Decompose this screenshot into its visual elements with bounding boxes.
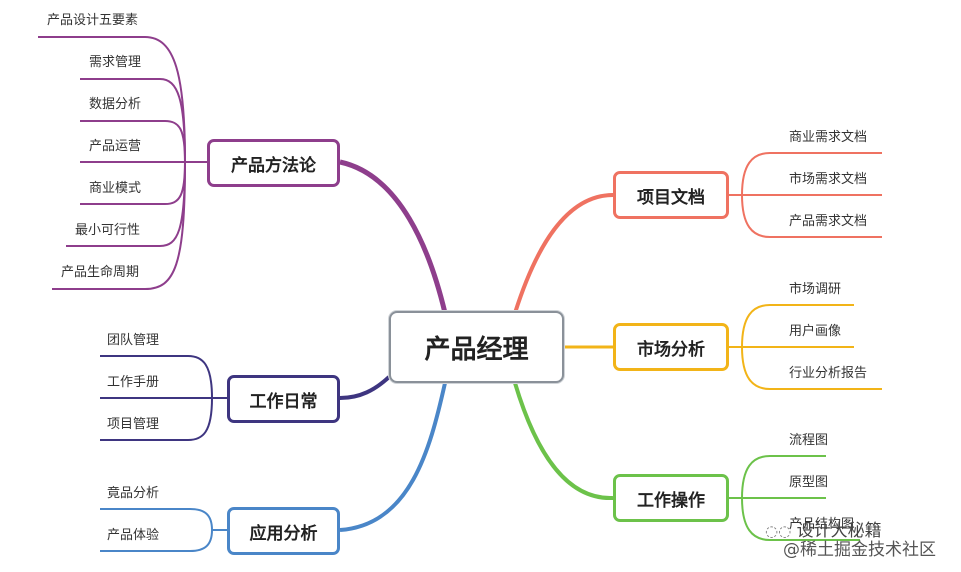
watermark-line2: @稀土掘金技术社区 xyxy=(783,540,936,560)
leaf-methodology-2: 需求管理 xyxy=(89,55,142,70)
application-leaf-lines xyxy=(100,508,227,552)
leaf-methodology-6: 最小可行性 xyxy=(75,223,141,238)
daily-leaf-lines xyxy=(100,355,227,441)
node-operations: 工作操作 xyxy=(613,474,729,522)
leaf-methodology-1: 产品设计五要素 xyxy=(47,13,139,28)
leaf-operations-1: 流程图 xyxy=(789,433,829,448)
leaf-operations-2: 原型图 xyxy=(789,475,829,490)
watermark-line1: ◌◌ 设计大秘籍 xyxy=(765,516,882,541)
leaf-operations-3: 产品结构图 xyxy=(789,517,855,532)
leaf-market-2: 用户画像 xyxy=(789,324,842,339)
node-docs: 项目文档 xyxy=(613,171,729,219)
node-market: 市场分析 xyxy=(613,323,729,371)
connector-application xyxy=(339,382,447,532)
watermark-title: 设计大秘籍 xyxy=(796,521,882,541)
connector-methodology xyxy=(339,159,448,314)
node-application: 应用分析 xyxy=(227,507,340,555)
node-daily: 工作日常 xyxy=(227,375,340,423)
leaf-application-1: 竟品分析 xyxy=(107,486,160,501)
leaf-daily-3: 项目管理 xyxy=(107,417,160,432)
leaf-daily-2: 工作手册 xyxy=(107,375,160,390)
leaf-market-3: 行业分析报告 xyxy=(789,366,868,381)
connector-daily xyxy=(339,375,391,400)
leaf-docs-1: 商业需求文档 xyxy=(789,130,868,145)
docs-leaf-lines xyxy=(729,152,882,238)
leaf-docs-3: 产品需求文档 xyxy=(789,214,868,229)
leaf-daily-1: 团队管理 xyxy=(107,333,160,348)
leaf-application-2: 产品体验 xyxy=(107,528,160,543)
leaf-methodology-4: 产品运营 xyxy=(89,139,142,154)
leaf-methodology-5: 商业模式 xyxy=(89,181,142,196)
leaf-methodology-7: 产品生命周期 xyxy=(61,265,140,280)
leaf-market-1: 市场调研 xyxy=(789,282,842,297)
node-methodology: 产品方法论 xyxy=(207,139,340,187)
methodology-leaf-lines xyxy=(38,36,207,290)
market-leaf-lines xyxy=(729,304,882,390)
root-node: 产品经理 xyxy=(389,311,564,383)
connector-operations xyxy=(513,382,614,501)
connector-docs xyxy=(513,193,614,314)
leaf-methodology-3: 数据分析 xyxy=(89,97,142,112)
operations-leaf-lines xyxy=(729,455,860,541)
leaf-docs-2: 市场需求文档 xyxy=(789,172,868,187)
wechat-icon: ◌◌ xyxy=(765,522,792,540)
